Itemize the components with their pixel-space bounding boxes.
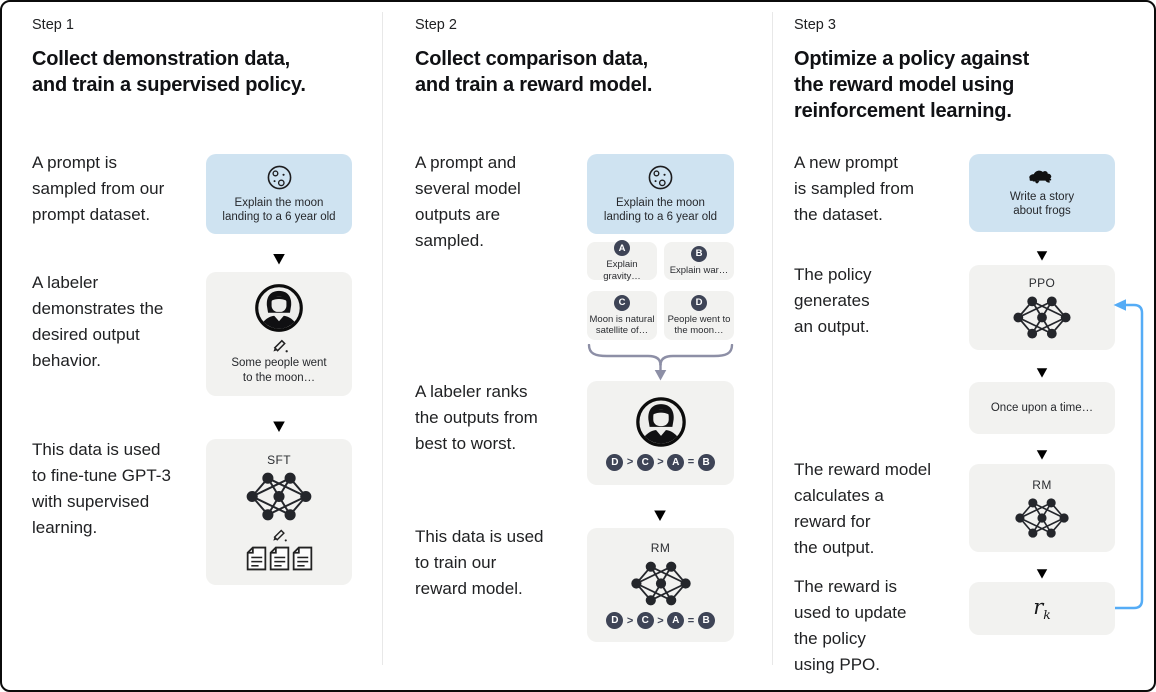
output-c-text: Moon is natural satellite of…: [589, 313, 655, 337]
labeler-avatar-icon: [635, 396, 687, 448]
step3-prompt-box: Write a story about frogs: [969, 154, 1115, 232]
step3-title: Optimize a policy against the reward mod…: [794, 48, 1030, 122]
step2-title: Collect comparison data, and train a rew…: [415, 48, 653, 96]
rm-label: RM: [1032, 477, 1052, 492]
rank-badge: C: [636, 453, 654, 471]
rank-badge: A: [667, 453, 685, 471]
badge-c: C: [614, 294, 630, 311]
rank-operator: >: [626, 456, 634, 468]
moon-icon: [267, 165, 291, 189]
step2-rm-box: RM D > C > A = B: [587, 528, 734, 642]
step1-sft-box: SFT: [206, 439, 352, 585]
step1-title: Collect demonstration data, and train a …: [32, 48, 306, 96]
rank-operator: =: [687, 456, 695, 468]
labeler-avatar-icon: [254, 283, 304, 333]
neural-network-icon: [1015, 497, 1069, 538]
rank-badge: D: [606, 612, 624, 629]
step1-prompt-box: Explain the moon landing to a 6 year old: [206, 154, 352, 234]
output-b-text: Explain war…: [669, 264, 729, 276]
rank-badge: B: [697, 453, 715, 471]
step2-prompt-text: Explain the moon landing to a 6 year old: [603, 196, 718, 224]
arrow-down-icon: [1036, 235, 1048, 261]
step2-label: Step 2: [415, 17, 457, 33]
column-divider: [382, 12, 383, 665]
arrow-down-blue-icon: [654, 493, 666, 521]
rank-badge: D: [606, 453, 624, 471]
pencil-icon: [272, 339, 288, 353]
ranking-row: D > C > A = B: [606, 612, 715, 629]
step2-labeler-box: D > C > A = B: [587, 381, 734, 485]
step3-prompt-text: Write a story about frogs: [1009, 190, 1075, 218]
arrow-down-icon: [1036, 434, 1048, 460]
sft-label: SFT: [267, 453, 291, 467]
documents-icon: [246, 546, 313, 571]
feedback-loop-arrow-icon: [1113, 299, 1144, 610]
ranking-row: D > C > A = B: [606, 453, 715, 471]
step1-label: Step 1: [32, 17, 74, 33]
frog-icon: [1029, 170, 1052, 183]
step1-prompt-text: Explain the moon landing to a 6 year old: [222, 196, 336, 224]
neural-network-icon: [630, 561, 691, 606]
rm-label: RM: [650, 541, 671, 555]
brace-merge-arrow-icon: [587, 344, 734, 381]
step3-paragraph-policy: The policy generates an output.: [794, 265, 872, 336]
step3-paragraph-prompt: A new prompt is sampled from the dataset…: [794, 153, 914, 224]
step2-prompt-box: Explain the moon landing to a 6 year old: [587, 154, 734, 234]
rank-operator: >: [626, 614, 634, 627]
arrow-down-icon: [1036, 352, 1048, 378]
step3-label: Step 3: [794, 17, 836, 33]
step3-paragraph-update: The reward is used to update the policy …: [794, 577, 907, 674]
step3-ppo-box: PPO: [969, 265, 1115, 350]
reward-symbol: rk: [1033, 595, 1051, 622]
badge-b: B: [691, 245, 707, 262]
step2-paragraph-sampled: A prompt and several model outputs are s…: [415, 153, 521, 250]
output-a-box: A Explain gravity…: [587, 240, 657, 282]
arrow-down-icon: [1036, 553, 1048, 579]
output-c-box: C Moon is natural satellite of…: [587, 291, 657, 340]
output-d-box: D People went to the moon…: [664, 291, 734, 340]
step1-paragraph-labeler: A labeler demonstrates the desired outpu…: [32, 273, 164, 370]
step1-labeler-box: Some people went to the moon…: [206, 272, 352, 396]
step2-paragraph-ranks: A labeler ranks the outputs from best to…: [415, 382, 538, 453]
neural-network-icon: [1013, 295, 1071, 339]
rank-badge: B: [697, 612, 715, 629]
moon-icon: [648, 165, 673, 189]
step3-paragraph-reward: The reward model calculates a reward for…: [794, 460, 932, 557]
arrow-down-blue-icon: [273, 404, 285, 432]
step1-paragraph-finetune: This data is used to fine-tune GPT-3 wit…: [32, 440, 171, 537]
badge-d: D: [691, 294, 707, 311]
step3-reward-box: rk: [969, 582, 1115, 635]
step3-rm-box: RM: [969, 464, 1115, 552]
neural-network-icon: [246, 472, 312, 521]
badge-a: A: [614, 240, 630, 256]
rank-badge: C: [636, 612, 654, 629]
step1-demonstration-text: Some people went to the moon…: [231, 357, 327, 384]
rank-operator: =: [687, 614, 695, 627]
rank-operator: >: [657, 614, 664, 627]
step3-output-text: Once upon a time…: [990, 401, 1094, 414]
step2-paragraph-train: This data is used to train our reward mo…: [415, 527, 544, 598]
step3-output-box: Once upon a time…: [969, 382, 1115, 434]
rank-badge: A: [667, 612, 685, 629]
rank-operator: >: [657, 456, 664, 468]
ppo-label: PPO: [1028, 275, 1056, 290]
column-divider: [772, 12, 773, 665]
output-d-text: People went to the moon…: [667, 313, 731, 337]
pencil-icon: [272, 529, 287, 542]
step1-paragraph-prompt: A prompt is sampled from our prompt data…: [32, 153, 165, 224]
output-a-text: Explain gravity…: [603, 259, 641, 282]
output-b-box: B Explain war…: [664, 242, 734, 280]
arrow-down-icon: [273, 237, 285, 265]
